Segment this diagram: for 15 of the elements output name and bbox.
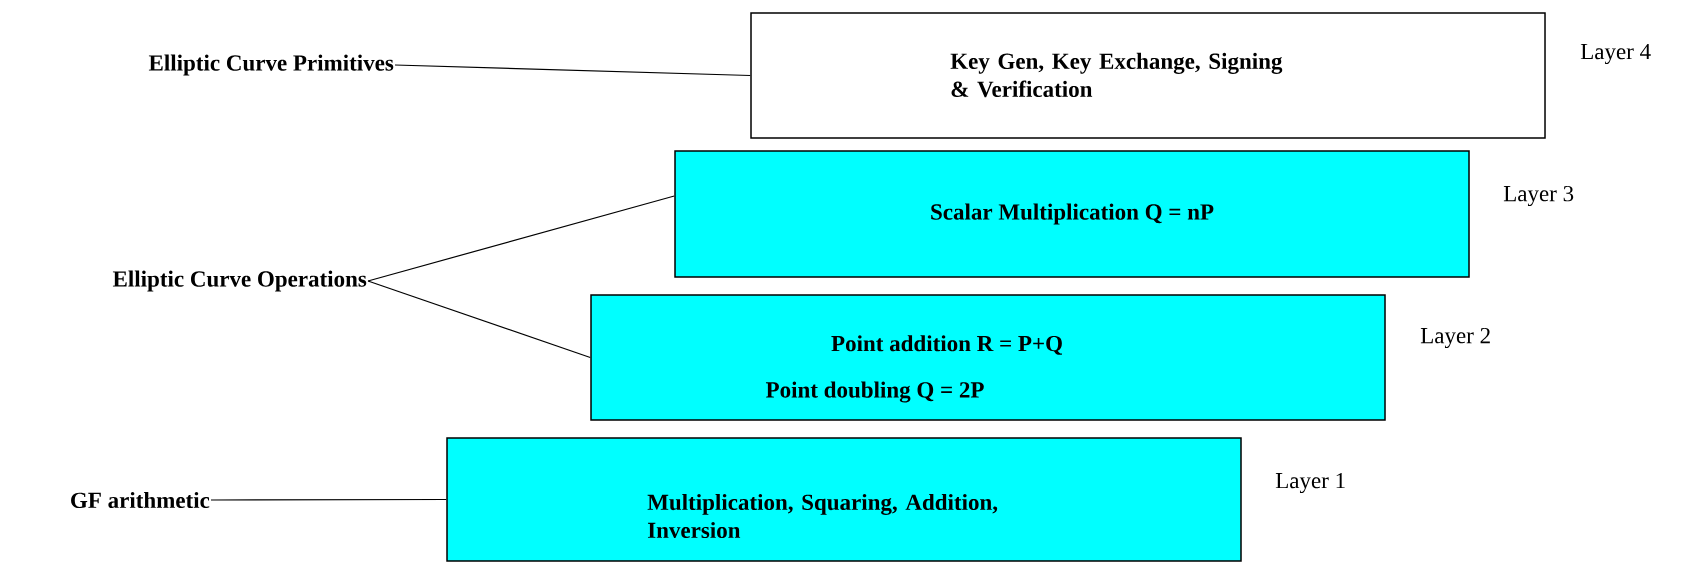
layer-label: Layer 1 — [1275, 472, 1345, 494]
connector-line — [210, 498, 447, 501]
layer-box: Scalar Multiplication Q = nP — [674, 150, 1470, 278]
layer-title: GF arithmetic — [71, 491, 210, 509]
connector-line — [367, 280, 591, 359]
layer-title: Elliptic Curve Operations — [112, 270, 367, 292]
layer-label: Layer 3 — [1503, 185, 1574, 207]
layer-box: Multiplication, Squaring, Addition, Inversion — [446, 437, 1242, 562]
layer-label: Layer 2 — [1420, 327, 1490, 349]
layer-box: Point addition R = P+Q Point doubling Q = 2P — [590, 294, 1386, 421]
connector-line — [394, 64, 751, 77]
connector-line — [367, 195, 675, 282]
layer-label: Layer 4 — [1580, 43, 1651, 65]
layer-title: Elliptic Curve Primitives — [148, 54, 394, 76]
layer-box: Key Gen, Key Exchange, Signing & Verification — [750, 12, 1546, 139]
